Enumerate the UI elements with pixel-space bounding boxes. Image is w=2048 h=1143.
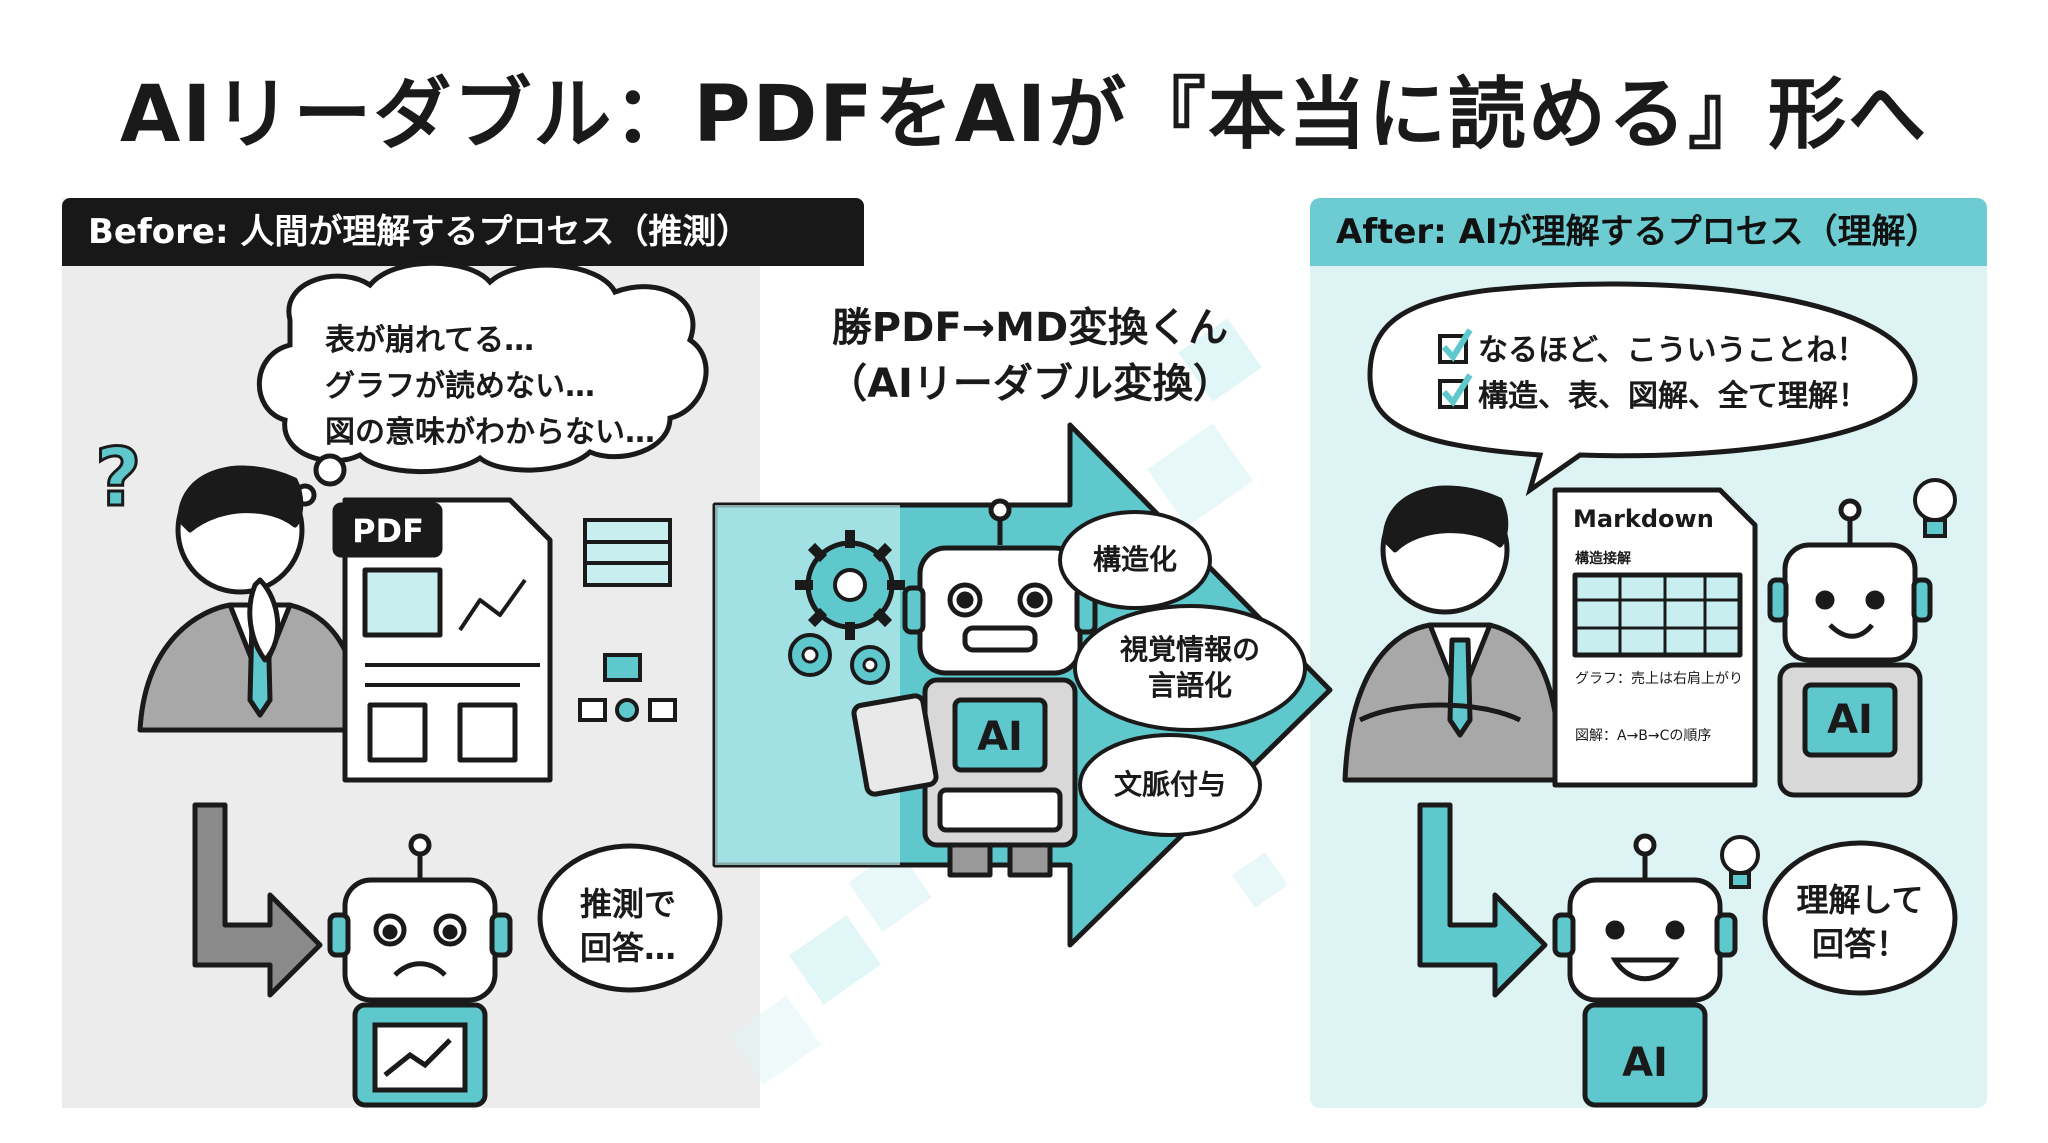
answer-bubble [1762,840,1958,996]
guess-bubble [537,843,723,993]
pdf-tag: PDF [352,512,424,550]
thought-cloud [256,260,709,507]
answer-text: 理解して 回答！ [1796,881,1924,963]
thought-text: 表が崩れてる… グラフが読めない… 図の意味がわからない… [325,323,655,450]
confused-robot [327,833,513,1108]
broken-table-icon [583,518,672,587]
markdown-heading: 構造接解 [1575,551,1631,567]
presenting-robot [1767,498,1933,798]
bubble-context [1078,733,1262,837]
tree-diagram-icon [578,653,677,722]
center-robot [851,498,1098,878]
lightbulb-icon [1913,478,1957,538]
understanding-speech-bubble [1367,281,1918,497]
guess-text: 推測で 回答… [580,885,677,967]
checkbox-icon [1438,373,1473,409]
bubble-visual-text: 視覚情報の 言語化 [1119,633,1260,702]
happy-robot [1552,833,1738,1108]
down-right-arrow-icon [1417,802,1548,998]
bubble-context-text: 文脈付与 [1113,768,1226,801]
bottom-robot-label: AI [1622,1040,1668,1086]
after-label: After: AIが理解するプロセス（理解） [1310,198,1987,266]
after-robot-chest-label: AI [1827,697,1873,743]
bubble-structure [1058,510,1212,610]
lightbulb-icon [1720,835,1760,889]
center-title: 勝PDF→MD変換くん （AIリーダブル変換） [827,305,1233,407]
gear-icon [850,645,890,685]
markdown-diagram-line: 図解：A→B→Cの順序 [1575,728,1712,744]
checkbox-icon [1438,328,1473,364]
down-right-arrow-icon [192,802,323,998]
understanding-text: なるほど、こういうことね！ 構造、表、図解、全て理解！ [1478,333,1868,414]
before-label: Before: 人間が理解するプロセス（推測） [62,198,864,266]
markdown-title: Markdown [1573,505,1714,533]
markdown-graph-line: グラフ：売上は右肩上がり [1575,671,1743,687]
thinking-man [137,465,363,733]
decorative-tiles [729,318,1288,1085]
gear-icon [788,633,832,677]
page-title: AIリーダブル：PDFをAIが『本当に読める』形へ [120,70,1928,160]
bubble-structure-text: 構造化 [1092,543,1177,576]
question-mark-icon: ? [95,431,141,524]
bubble-visual [1073,604,1307,732]
broken-pdf-document [332,497,553,783]
gear-icon [795,530,905,640]
confident-man [1342,485,1563,783]
center-chest-label: AI [977,714,1023,760]
markdown-document [1552,487,1758,788]
